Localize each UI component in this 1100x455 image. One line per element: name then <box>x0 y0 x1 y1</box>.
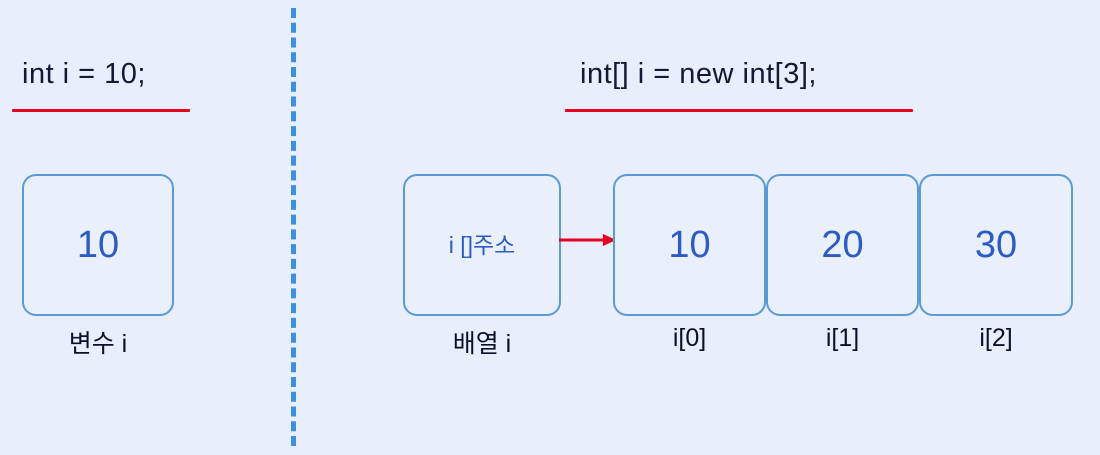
array-element-box-1: 20 <box>766 174 919 316</box>
left-code-declaration: int i = 10; <box>22 58 146 90</box>
array-reference-box: i []주소 <box>403 174 561 316</box>
variable-box: 10 <box>22 174 174 316</box>
array-element-value-2: 30 <box>974 224 1018 266</box>
panel-divider <box>291 8 296 446</box>
array-reference-value: i []주소 <box>448 231 516 258</box>
reference-arrow-icon <box>559 234 616 246</box>
array-reference-caption: 배열 i <box>452 330 512 358</box>
right-code-underline <box>565 109 913 112</box>
right-code-declaration: int[] i = new int[3]; <box>580 58 817 90</box>
array-element-value-1: 20 <box>821 224 864 266</box>
array-element-box-2: 30 <box>919 174 1073 316</box>
array-element-caption-0: i[0] <box>672 324 707 352</box>
array-element-box-0: 10 <box>613 174 766 316</box>
array-element-caption-2: i[2] <box>979 324 1013 352</box>
left-code-underline <box>12 109 190 112</box>
variable-box-caption: 변수 i <box>68 330 128 358</box>
variable-value: 10 <box>76 224 120 266</box>
array-element-value-0: 10 <box>668 224 711 266</box>
array-element-caption-1: i[1] <box>825 324 860 352</box>
